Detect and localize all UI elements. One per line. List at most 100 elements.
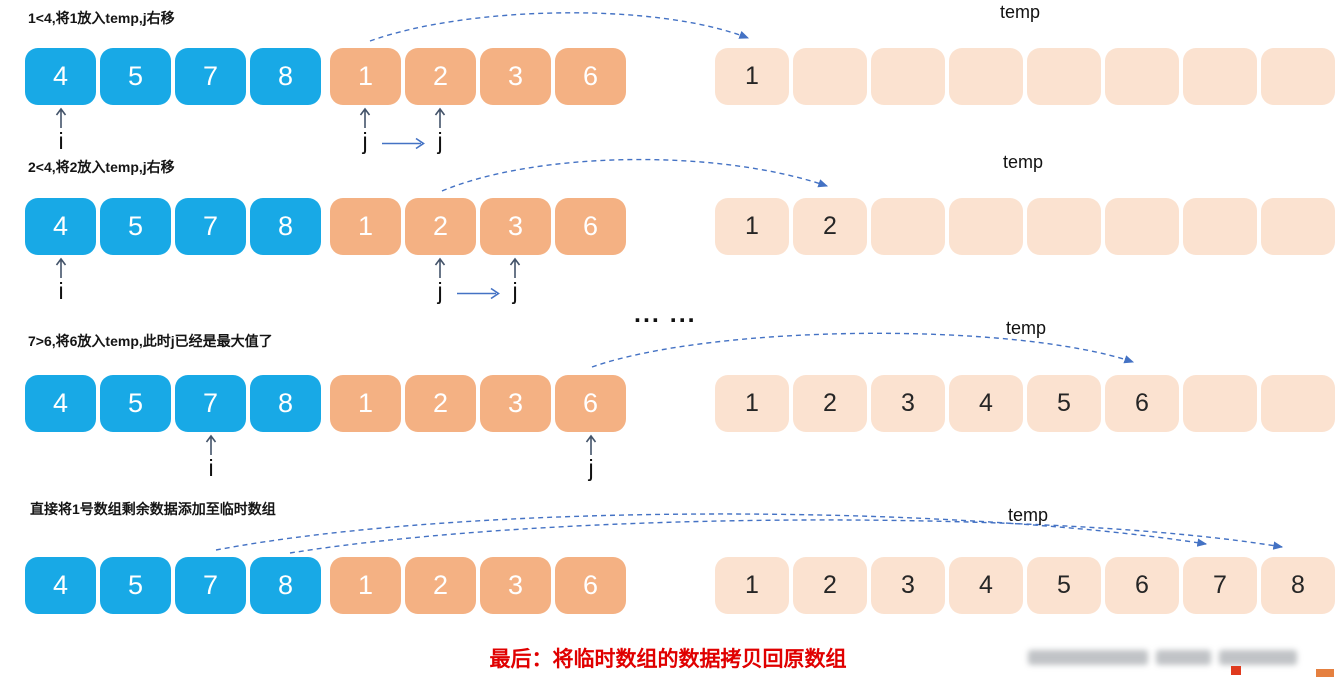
array-cell: 1 xyxy=(715,198,789,255)
array-cell: 5 xyxy=(1027,557,1101,614)
array-cell: 4 xyxy=(949,375,1023,432)
watermark-bar xyxy=(1219,650,1297,665)
pointer-label: j xyxy=(437,278,443,304)
array-cell: 4 xyxy=(25,375,96,432)
step-caption: 直接将1号数组剩余数据添加至临时数组 xyxy=(30,501,276,517)
up-arrow-icon xyxy=(434,107,446,128)
array-cell: 1 xyxy=(715,557,789,614)
temp-array: 1 xyxy=(715,48,1335,105)
array-cell: 5 xyxy=(100,557,171,614)
array-cell: 8 xyxy=(250,375,321,432)
up-arrow-icon xyxy=(509,257,521,278)
array-cell xyxy=(1261,198,1335,255)
array-cell: 6 xyxy=(1105,557,1179,614)
array-cell: 6 xyxy=(555,48,626,105)
array-cell: 1 xyxy=(715,48,789,105)
j-move-arrow-icon xyxy=(457,287,500,300)
array-cell: 5 xyxy=(1027,375,1101,432)
array-cell: 5 xyxy=(100,48,171,105)
temp-label: temp xyxy=(999,2,1041,22)
pointer-label: j xyxy=(588,455,594,481)
array-cell: 4 xyxy=(25,557,96,614)
array-cell: 3 xyxy=(871,557,945,614)
array-cell: 2 xyxy=(793,375,867,432)
array-cell: 6 xyxy=(1105,375,1179,432)
watermark-bar xyxy=(1028,650,1148,665)
array-cell: 2 xyxy=(405,375,476,432)
array-cell: 2 xyxy=(793,557,867,614)
array-cell xyxy=(871,198,945,255)
pointer-label: j xyxy=(437,128,443,154)
pointer-j: j xyxy=(578,434,604,480)
array-cell: 8 xyxy=(250,557,321,614)
array-cell: 1 xyxy=(330,557,401,614)
copy-arrow-step1 xyxy=(369,12,750,42)
logo-mark-2 xyxy=(1316,669,1334,677)
step-caption: 2<4,将2放入temp,j右移 xyxy=(28,159,175,175)
pointer-j-old: j xyxy=(352,107,378,153)
step-caption: 7>6,将6放入temp,此时j已经是最大值了 xyxy=(28,333,273,349)
array-cell: 1 xyxy=(330,48,401,105)
pointer-label: j xyxy=(512,278,518,304)
pointer-label: j xyxy=(362,128,368,154)
copy-arrow-step4b xyxy=(289,519,1284,554)
up-arrow-icon xyxy=(55,257,67,278)
pointer-label: i xyxy=(58,128,64,154)
array-cell: 6 xyxy=(555,198,626,255)
footer-note: 最后：将临时数组的数据拷贝回原数组 xyxy=(489,648,847,671)
array-cell xyxy=(793,48,867,105)
array-cell: 4 xyxy=(25,48,96,105)
array-cell: 1 xyxy=(715,375,789,432)
pointer-j-old: j xyxy=(427,257,453,303)
array-cell xyxy=(871,48,945,105)
watermark xyxy=(1028,650,1297,665)
pointer-label: i xyxy=(208,455,214,481)
pointer-i: i xyxy=(198,434,224,480)
array-cell: 7 xyxy=(1183,557,1257,614)
up-arrow-icon xyxy=(585,434,597,455)
array-cell: 8 xyxy=(250,48,321,105)
array-cell: 2 xyxy=(405,557,476,614)
up-arrow-icon xyxy=(55,107,67,128)
array-cell: 3 xyxy=(480,48,551,105)
pointer-j-new: j xyxy=(427,107,453,153)
array-cell xyxy=(1183,198,1257,255)
array-cell: 5 xyxy=(100,198,171,255)
up-arrow-icon xyxy=(359,107,371,128)
array-cell: 7 xyxy=(175,48,246,105)
array-cell xyxy=(1027,48,1101,105)
array-cell: 5 xyxy=(100,375,171,432)
array-cell xyxy=(1105,198,1179,255)
array-cell: 3 xyxy=(480,375,551,432)
array-cell: 7 xyxy=(175,375,246,432)
steps-ellipsis: ... ... xyxy=(634,300,697,328)
array-cell xyxy=(1027,198,1101,255)
j-move-arrow-icon xyxy=(382,137,425,150)
array-cell xyxy=(1183,375,1257,432)
array-cell: 4 xyxy=(25,198,96,255)
array-cell: 6 xyxy=(555,557,626,614)
array-cell xyxy=(949,198,1023,255)
array-cell: 7 xyxy=(175,198,246,255)
array-cell: 3 xyxy=(480,198,551,255)
temp-label: temp xyxy=(1005,318,1047,338)
array-cell: 2 xyxy=(793,198,867,255)
array-cell: 2 xyxy=(405,198,476,255)
watermark-bar xyxy=(1156,650,1211,665)
array-cell: 6 xyxy=(555,375,626,432)
logo-mark xyxy=(1231,666,1241,675)
array-cell: 1 xyxy=(330,375,401,432)
array-cell: 2 xyxy=(405,48,476,105)
pointer-j-new: j xyxy=(502,257,528,303)
pointer-i: i xyxy=(48,257,74,303)
up-arrow-icon xyxy=(434,257,446,278)
